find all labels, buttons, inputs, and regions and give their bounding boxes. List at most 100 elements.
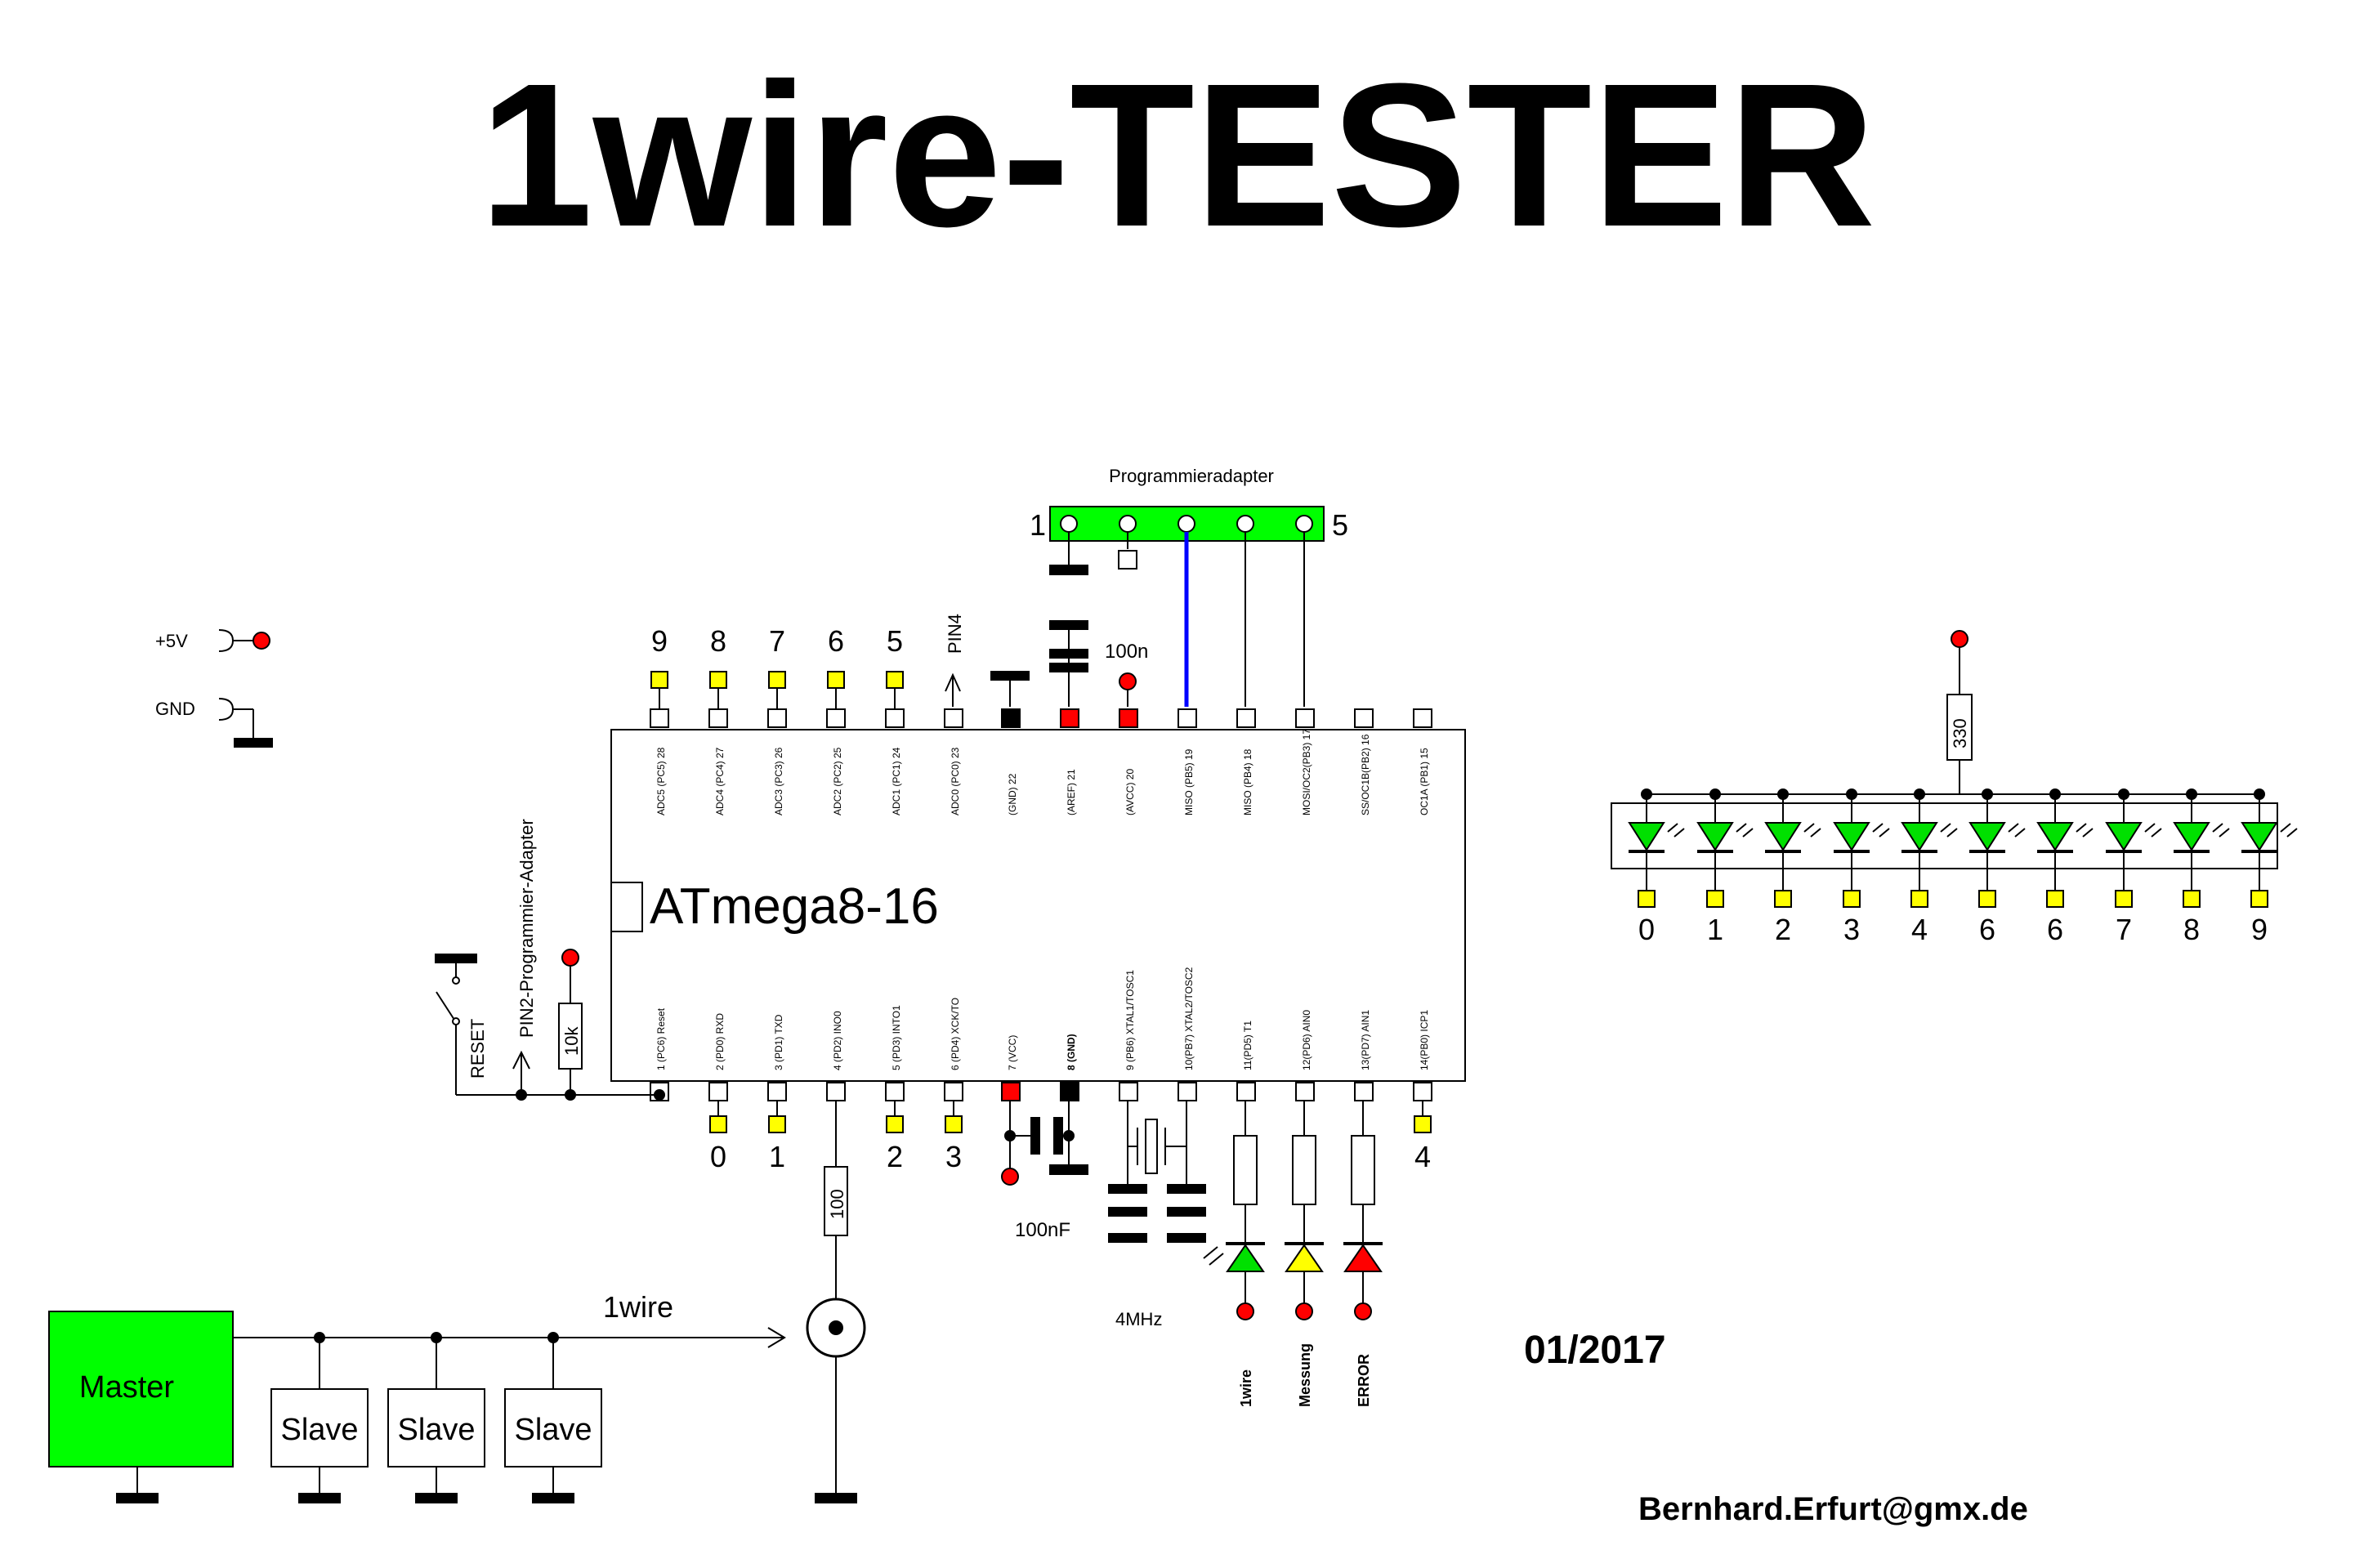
- resistor-10k-label: 10k: [561, 1026, 582, 1056]
- avcc-power-dot: [1119, 672, 1137, 690]
- chip-top-pin-labels: ADC5 (PC5) 28 ADC4 (PC4) 27 ADC3 (PC3) 2…: [655, 729, 1430, 815]
- display-led: [1696, 822, 1734, 851]
- pin-label: 9 (PB6) XTAL1/TOSC1: [1124, 970, 1136, 1070]
- display-pad: [1638, 890, 1656, 908]
- pin-label: 5 (PD3) INTO1: [891, 1005, 902, 1070]
- ground-symbol: [234, 738, 273, 748]
- pin-label: 14(PB0) ICP1: [1419, 1010, 1430, 1070]
- pin-label: (AREF) 21: [1066, 769, 1077, 815]
- chip-name: ATmega8-16: [650, 878, 939, 935]
- display-digit: 7: [2116, 913, 2132, 946]
- display-vcc-dot: [1951, 630, 1968, 648]
- gnd-label: GND: [155, 699, 195, 719]
- display-led: [2105, 822, 2143, 851]
- ground-symbol: [815, 1493, 857, 1503]
- reset-label: RESET: [467, 1019, 488, 1079]
- display-digit: 6: [1979, 913, 1995, 946]
- slave-label: Slave: [397, 1413, 475, 1447]
- top-digit: 9: [651, 624, 668, 658]
- led-resistor: [1351, 1135, 1375, 1205]
- pin-label: MISO (PB4) 18: [1242, 748, 1253, 815]
- chip-top-pins: [650, 708, 1432, 728]
- led-messung: [1285, 1244, 1324, 1272]
- programmer-pin-last: 5: [1332, 508, 1348, 542]
- pin-label: 12(PD6) AIN0: [1301, 1010, 1312, 1070]
- bus-label: 1wire: [603, 1290, 673, 1324]
- slave-label: Slave: [280, 1413, 358, 1447]
- master-label: Master: [79, 1370, 174, 1405]
- display-digit: 4: [1911, 913, 1928, 946]
- top-digit: 6: [828, 624, 844, 658]
- display-pad: [2183, 890, 2201, 908]
- pin-label: 2 (PD0) RXD: [714, 1013, 726, 1070]
- bottom-digit: 3: [945, 1140, 962, 1173]
- display-pad: [2115, 890, 2133, 908]
- resistor-10k: [558, 1003, 583, 1070]
- led-label-messung: Messung: [1297, 1343, 1313, 1407]
- display-pad: [2250, 890, 2268, 908]
- cap-100n-label: 100n: [1105, 641, 1148, 663]
- display-pad: [1843, 890, 1861, 908]
- pin-label: SS/OC1B(PB2) 16: [1360, 734, 1371, 815]
- pin-label: ADC1 (PC1) 24: [891, 747, 902, 815]
- display-led: [1764, 822, 1802, 851]
- pin-label: 13(PD7) AIN1: [1360, 1010, 1371, 1070]
- display-led: [1628, 822, 1665, 851]
- bottom-yellow-pads: [709, 1101, 1432, 1133]
- pin-label: MOSI/OC2(PB3) 17: [1301, 729, 1312, 815]
- pin-label: 4 (PD2) INO0: [832, 1011, 843, 1070]
- pin-label: (AVCC) 20: [1124, 769, 1136, 815]
- ground-symbol: [1049, 565, 1088, 575]
- resistor-330: [1946, 694, 1973, 761]
- bottom-digit: 1: [769, 1140, 785, 1173]
- pin-label: 11(PD5) T1: [1242, 1021, 1253, 1070]
- slave-box: [504, 1388, 602, 1467]
- bottom-digit: 2: [887, 1140, 903, 1173]
- pin-label: ADC3 (PC3) 26: [773, 747, 784, 815]
- top-digit: 7: [769, 624, 785, 658]
- page-title: 1wire-TESTER: [479, 41, 1876, 269]
- email-label: Bernhard.Erfurt@gmx.de: [1638, 1491, 2028, 1527]
- ground-symbol: [116, 1493, 159, 1503]
- vcc-label: +5V: [155, 631, 188, 651]
- display-led: [1968, 822, 2006, 851]
- chip-bottom-pins: [650, 1082, 1432, 1101]
- display-pad: [2046, 890, 2064, 908]
- pin-label: OC1A (PB1) 15: [1419, 748, 1430, 815]
- display-digit: 1: [1707, 913, 1723, 946]
- programmer-pin-first: 1: [1030, 508, 1046, 542]
- chip-notch: [610, 882, 643, 932]
- led-1wire: [1226, 1244, 1265, 1272]
- pin-label: 3 (PD1) TXD: [773, 1014, 784, 1070]
- display-led: [1833, 822, 1870, 851]
- pin4-label: PIN4: [945, 614, 965, 654]
- ground-symbol: [298, 1493, 341, 1503]
- ground-symbol: [1049, 1164, 1088, 1175]
- pin-label: ADC0 (PC0) 23: [950, 747, 961, 815]
- display-digit: 8: [2183, 913, 2200, 946]
- display-digit: 9: [2251, 913, 2268, 946]
- display-pad: [1774, 890, 1792, 908]
- display-digit: 3: [1843, 913, 1860, 946]
- ground-symbol: [532, 1493, 574, 1503]
- master-box: [48, 1311, 234, 1467]
- led-label-error: ERROR: [1356, 1354, 1372, 1407]
- display-digit: 6: [2047, 913, 2063, 946]
- pin-label: ADC2 (PC2) 25: [832, 747, 843, 815]
- display-pad: [1910, 890, 1928, 908]
- resistor-100: [824, 1166, 848, 1236]
- pin-label: ADC5 (PC5) 28: [655, 747, 667, 815]
- bottom-digit: 4: [1414, 1140, 1431, 1173]
- display-digit: 2: [1775, 913, 1791, 946]
- slave-box: [270, 1388, 369, 1467]
- led-resistor: [1233, 1135, 1258, 1205]
- bottom-digit: 0: [710, 1140, 726, 1173]
- led-resistor: [1292, 1135, 1316, 1205]
- crystal-label: 4MHz: [1115, 1309, 1162, 1329]
- pin-label: 10(PB7) XTAL2/TOSC2: [1183, 967, 1195, 1070]
- display-led: [2173, 822, 2210, 851]
- date-label: 01/2017: [1524, 1329, 1666, 1372]
- pin-label: 7 (VCC): [1007, 1035, 1018, 1070]
- led-error: [1343, 1244, 1383, 1272]
